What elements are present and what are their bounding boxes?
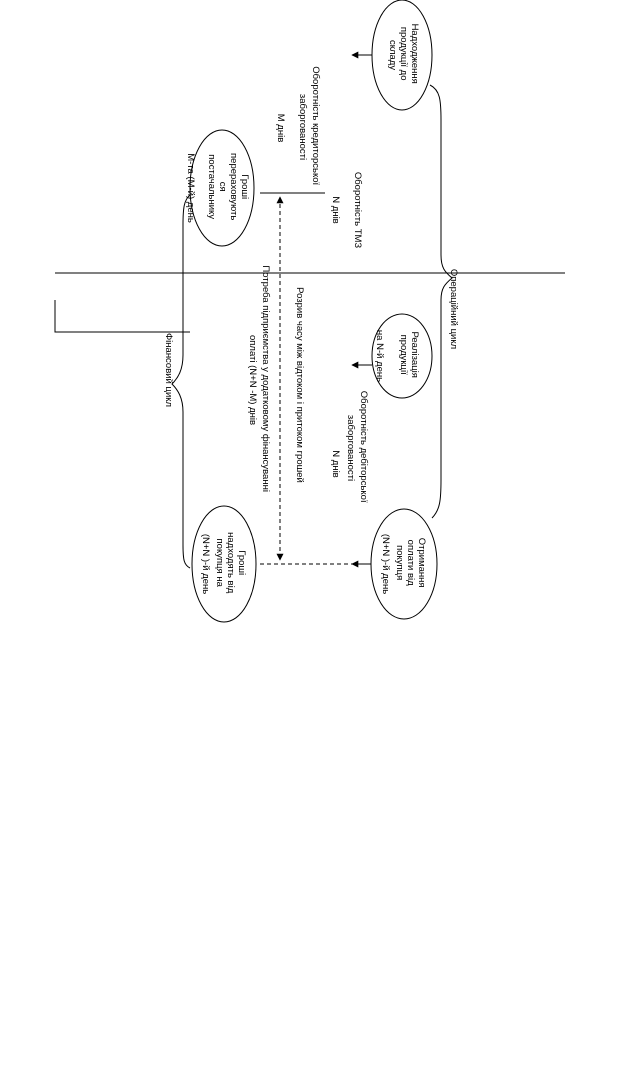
financial-cycle-label: Фінансовий цикл [163, 333, 174, 407]
payables-turnover-label: Оборотність кредиторської заборгованості [297, 66, 321, 188]
label-line: Потреба підприємства у додатковому фінан… [260, 265, 271, 492]
label-line: оплаті (N+N -М) днів [247, 335, 258, 425]
n-days-2-label: N днів [330, 450, 341, 477]
cash-gap-label: Розрив часу між відтоком і притоком грош… [294, 287, 305, 483]
node-line: оплати від [405, 540, 416, 587]
label-line: Оборотність дебіторської [358, 391, 369, 503]
svg-text:Надходження продукції до: Надходження продукції до складу [387, 24, 420, 87]
node-line: постачальнику [206, 154, 217, 219]
svg-text:Отримання оплати від: Отримання оплати від покупця (N+N )-й де… [380, 534, 427, 594]
node-cash-in: Гроші надходять від покупця на (N+N )-й … [191, 505, 257, 623]
node-pay-supplier: Гроші перераховують ся постачальнику М-т… [185, 129, 255, 247]
financial-cycle-brace [171, 194, 191, 569]
node-line: надходять від [225, 532, 236, 594]
m-days-label: М днів [275, 114, 286, 143]
operating-cycle-brace [429, 84, 453, 519]
label-line: заборгованості [345, 415, 356, 481]
inventory-turnover-label: Оборотність ТМЗ [352, 172, 363, 249]
node-sale: Реалізація продукції на N-й день [371, 313, 433, 399]
node-line: (N+N )-й день [380, 534, 391, 594]
svg-text:Гроші надходять від: Гроші надходять від покупця на (N+N )-й … [200, 532, 247, 596]
node-line: покупця на [214, 539, 225, 588]
node-line: перераховують [228, 153, 239, 220]
node-line: продукції [398, 335, 409, 376]
node-line: Отримання [416, 538, 427, 588]
node-line: ся [217, 182, 228, 192]
financing-need-label: Потреба підприємства у додатковому фінан… [247, 265, 271, 494]
node-goods-arrival: Надходження продукції до складу [371, 0, 433, 111]
left-bracket [54, 300, 190, 333]
node-buyer-payment: Отримання оплати від покупця (N+N )-й де… [370, 508, 438, 620]
operating-cycle-label: Операційний цикл [448, 269, 459, 349]
node-line: Реалізація [409, 331, 420, 377]
svg-text:Реалізація продукції: Реалізація продукції на N-й день [374, 330, 420, 382]
node-line: покупця [394, 545, 405, 580]
node-line: на N-й день [374, 330, 385, 382]
node-line: Надходження [409, 24, 420, 84]
node-line: Гроші [236, 550, 247, 575]
node-line: Гроші [239, 174, 250, 199]
n-days-label: N днів [330, 196, 341, 223]
node-line: продукції до [398, 27, 409, 81]
svg-text:Гроші перераховують: Гроші перераховують ся постачальнику М-т… [185, 153, 250, 223]
node-line: (N+N )-й день [200, 534, 211, 594]
node-line: М-та (М-й) день [185, 153, 196, 223]
label-line: Оборотність кредиторської [310, 66, 321, 185]
node-line: складу [387, 40, 398, 70]
label-line: заборгованості [297, 94, 308, 160]
receivables-turnover-label: Оборотність дебіторської заборгованості [345, 391, 369, 505]
